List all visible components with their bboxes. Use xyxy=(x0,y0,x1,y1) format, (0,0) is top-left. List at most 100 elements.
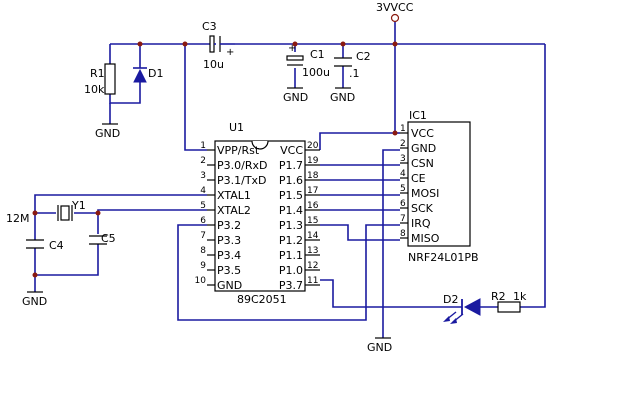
capacitor-c1: + C1 100u xyxy=(286,43,330,79)
capacitor-c4: C4 xyxy=(26,239,64,252)
u1-part: 89C2051 xyxy=(237,293,287,306)
junction-dots xyxy=(32,41,398,278)
resistor-r2: R2 1k xyxy=(491,290,527,313)
u1-pin-7-number: 7 xyxy=(200,231,206,241)
d2-ref: D2 xyxy=(443,293,458,306)
r2-value: 1k xyxy=(513,290,527,303)
u1-pin-5-number: 5 xyxy=(200,201,206,211)
c4-ref: C4 xyxy=(49,239,64,252)
u1-ref: U1 xyxy=(229,121,244,134)
ic1-pin-2-number: 2 xyxy=(400,139,406,149)
ic1-pin-8-name: MISO xyxy=(411,232,440,245)
u1-pin-14-number: 14 xyxy=(307,231,319,241)
u1-pin-8-name: P3.4 xyxy=(217,249,241,262)
u1-pin-1-name: VPP/Rst xyxy=(217,144,260,157)
c1-plus: + xyxy=(288,43,296,54)
ic1-ref: IC1 xyxy=(409,109,427,122)
wires xyxy=(34,22,546,338)
u1-pin-3-name: P3.1/TxD xyxy=(217,174,267,187)
u1-notch xyxy=(251,140,269,150)
ic1-pin-6-number: 6 xyxy=(400,199,406,209)
r2-ref: R2 xyxy=(491,290,506,303)
capacitor-c3: C3 10u + xyxy=(202,20,235,71)
u1-pin-5-name: XTAL2 xyxy=(217,204,251,217)
u1-pin-1-number: 1 xyxy=(200,141,206,151)
r1-value: 10k xyxy=(84,83,105,96)
led-d2: D2 xyxy=(440,293,481,324)
u1-pin-11-number: 11 xyxy=(307,276,318,286)
c2-value: .1 xyxy=(349,67,360,80)
ic1-pin-8-number: 8 xyxy=(400,229,406,239)
ic1-pin-7-name: IRQ xyxy=(411,217,431,230)
u1-pin-6-number: 6 xyxy=(200,216,206,226)
svg-text:GND: GND xyxy=(283,91,308,104)
u1-pin-16-number: 16 xyxy=(307,201,319,211)
u1-pin-4-number: 4 xyxy=(200,186,206,196)
c1-ref: C1 xyxy=(310,48,325,61)
r1-ref: R1 xyxy=(90,67,105,80)
u1-pin-16-name: P1.4 xyxy=(279,204,303,217)
u1-pin-13-name: P1.1 xyxy=(279,249,303,262)
ic1-pin-3-number: 3 xyxy=(400,154,406,164)
u1-pin-19-name: P1.7 xyxy=(279,159,303,172)
gnd-c2: GND xyxy=(330,87,355,104)
u1-pin-15-name: P1.3 xyxy=(279,219,303,232)
gnd-ic1: GND xyxy=(367,337,392,354)
u1-pin-18-number: 18 xyxy=(307,171,319,181)
c5-ref: C5 xyxy=(101,232,116,245)
u1-pin-4-name: XTAL1 xyxy=(217,189,251,202)
vcc-label: 3VVCC xyxy=(376,1,414,14)
svg-text:GND: GND xyxy=(367,341,392,354)
svg-text:GND: GND xyxy=(330,91,355,104)
y1-ref: Y1 xyxy=(71,199,86,212)
u1-pin-8-number: 8 xyxy=(200,246,206,256)
u1-right-pins: 20VCC19P1.718P1.617P1.516P1.415P1.314P1.… xyxy=(279,141,320,292)
vcc-symbol: 3VVCC xyxy=(376,1,414,23)
ic1-body xyxy=(407,121,471,247)
ic1-pin-1-name: VCC xyxy=(411,127,434,140)
svg-text:GND: GND xyxy=(95,127,120,140)
u1-pin-13-number: 13 xyxy=(307,246,318,256)
c3-ref: C3 xyxy=(202,20,217,33)
u1-pin-11-name: P3.7 xyxy=(279,279,303,292)
ic1-part: NRF24L01PB xyxy=(408,251,479,264)
u1-pin-10-number: 10 xyxy=(195,276,207,286)
ic1-pin-4-number: 4 xyxy=(400,169,406,179)
diode-d1: D1 xyxy=(133,64,163,83)
ic1-pin-6-name: SCK xyxy=(411,202,434,215)
gnd-symbols: GND GND GND GND GND xyxy=(22,87,392,354)
u1-pin-19-number: 19 xyxy=(307,156,319,166)
c1-value: 100u xyxy=(302,66,330,79)
gnd-c1: GND xyxy=(283,87,308,104)
u1-pin-3-number: 3 xyxy=(200,171,206,181)
capacitor-c5: C5 xyxy=(89,232,116,245)
ic1-pin-5-number: 5 xyxy=(400,184,406,194)
resistor-r1: R1 10k xyxy=(84,63,116,96)
u1-pin-18-name: P1.6 xyxy=(279,174,303,187)
ic1-pin-1-number: 1 xyxy=(400,124,406,134)
u1-pin-17-name: P1.5 xyxy=(279,189,303,202)
gnd-r1: GND xyxy=(95,123,120,140)
ic1-pin-7-number: 7 xyxy=(400,214,406,224)
d1-ref: D1 xyxy=(148,67,163,80)
u1-pin-20-number: 20 xyxy=(307,141,319,151)
u1-pin-2-name: P3.0/RxD xyxy=(217,159,267,172)
u1-pin-12-number: 12 xyxy=(307,261,318,271)
u1-pin-20-name: VCC xyxy=(280,144,303,157)
gnd-crystal: GND xyxy=(22,291,47,308)
u1-pin-10-name: GND xyxy=(217,279,242,292)
u1-pin-14-name: P1.2 xyxy=(279,234,303,247)
ic1-pin-4-name: CE xyxy=(411,172,426,185)
crystal-y1: Y1 12M xyxy=(6,199,86,225)
u1-pin-2-number: 2 xyxy=(200,156,206,166)
svg-text:GND: GND xyxy=(22,295,47,308)
u1-pin-6-name: P3.2 xyxy=(217,219,241,232)
u1-pin-9-number: 9 xyxy=(200,261,206,271)
ic1-pin-2-name: GND xyxy=(411,142,436,155)
